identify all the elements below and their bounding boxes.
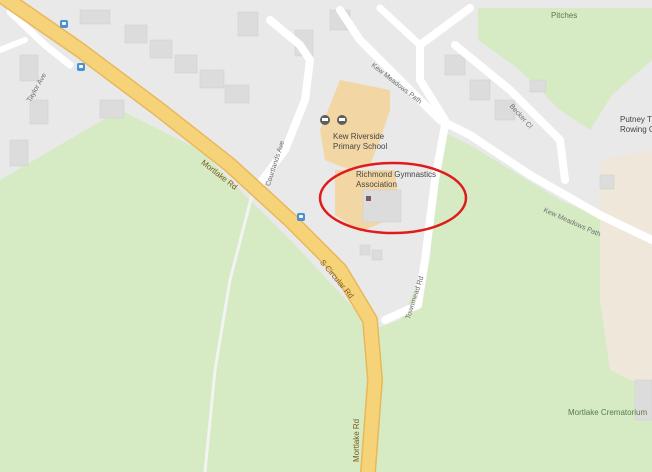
school-grounds [320, 80, 390, 170]
bus-stop-icon[interactable] [297, 213, 305, 221]
gym-label-line2: Association [356, 179, 397, 189]
pitches-park [478, 8, 652, 130]
school-icon [320, 115, 330, 125]
east-park [372, 130, 652, 472]
west-park [0, 110, 372, 472]
school-label-line1: Kew Riverside [333, 132, 385, 141]
gym-label-line1: Richmond Gymnastics [356, 170, 437, 179]
pitches-label: Pitches [551, 11, 578, 20]
beige-area [600, 150, 652, 390]
minor-roads [0, 4, 652, 472]
mortlake-rd-label-lower: Mortlake Rd [352, 418, 361, 462]
school-label-line2: Primary School [333, 141, 388, 151]
putney-label: Putney T Rowing C [620, 115, 652, 134]
kew-riverside-school-label[interactable]: Kew Riverside Primary School [333, 132, 387, 151]
highlight-circle [318, 161, 468, 235]
mortlake-crematorium-label: Mortlake Crematorium [568, 408, 648, 417]
putney-label-line1: Putney T [620, 115, 652, 124]
bus-stop-icon[interactable] [77, 63, 85, 71]
gym-marker-icon[interactable] [366, 196, 371, 201]
buildings [9, 9, 652, 421]
mortlake-road[interactable] [0, 0, 382, 472]
richmond-gymnastics-label[interactable]: Richmond Gymnastics Association [356, 170, 436, 189]
school-icon [337, 115, 347, 125]
putney-label-line2: Rowing C [620, 124, 652, 134]
bus-stop-icon[interactable] [60, 20, 68, 28]
